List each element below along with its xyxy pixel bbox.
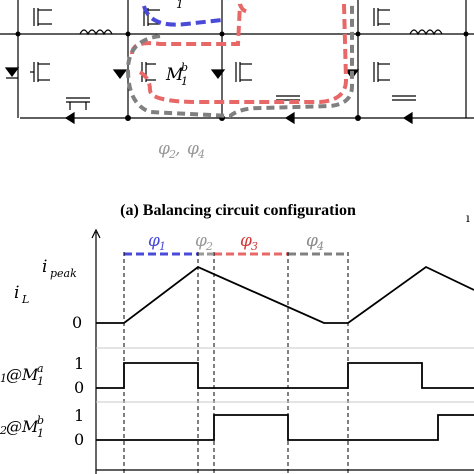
svg-text:@: @: [6, 417, 22, 436]
time-axis-vertical: [91, 228, 101, 474]
sig-a-zero-label: 0: [74, 378, 84, 397]
svg-text:L: L: [21, 293, 29, 306]
svg-text:b: b: [37, 414, 44, 427]
svg-text:4: 4: [316, 240, 324, 253]
svg-text:2: 2: [168, 148, 176, 161]
phase-label-1: φ 1: [148, 231, 166, 253]
gate-signal-m1a: [96, 362, 474, 389]
svg-text:φ: φ: [187, 139, 199, 159]
diode-bottom-center: [284, 111, 295, 125]
svg-text:M: M: [21, 417, 39, 436]
current-path-red: [130, 3, 349, 104]
gate-signal-m1b: [96, 414, 474, 441]
svg-text:4: 4: [197, 148, 205, 161]
diode-bottom-left: [64, 111, 75, 125]
svg-text:φ: φ: [240, 231, 252, 251]
svg-text:,: ,: [175, 139, 180, 159]
timing-diagram: φ 1 φ 2 φ 3 φ 4 ı: [0, 211, 474, 474]
phase-label-3: φ 3: [240, 231, 258, 253]
sig-b-zero-label: 0: [74, 430, 84, 449]
inductor-left: [79, 29, 113, 36]
mosfet-top-right: [373, 8, 390, 26]
svg-text:M: M: [21, 365, 39, 384]
svg-text:peak: peak: [50, 267, 77, 280]
svg-text:1: 1: [0, 372, 7, 385]
current-path-gray: [125, 4, 354, 119]
phase-label-2: φ 2: [195, 231, 213, 253]
iL-waveform: [96, 265, 474, 324]
iL-label: i L: [14, 283, 29, 306]
transistor-label-m1b: M b 1: [165, 61, 188, 88]
top-label-fragment: 1: [176, 0, 184, 11]
mosfet-mid-center: [141, 62, 156, 82]
svg-text:i: i: [14, 283, 19, 303]
mosfet-bottom-center: [276, 95, 300, 101]
svg-text:a: a: [37, 362, 44, 375]
sig-b-one-label: 1: [74, 406, 84, 425]
mosfet-mid-far-right: [373, 62, 390, 82]
svg-text:2: 2: [0, 424, 7, 437]
mosfet-top-left: [33, 8, 52, 26]
junction-dots: [15, 31, 469, 121]
svg-text:1: 1: [181, 75, 188, 88]
iL-zero-label: 0: [72, 313, 82, 332]
svg-text:@: @: [6, 365, 22, 384]
sig-a-one-label: 1: [74, 354, 84, 373]
svg-text:b: b: [181, 61, 188, 74]
svg-text:1: 1: [37, 427, 44, 440]
svg-text:1: 1: [37, 375, 44, 388]
svg-text:M: M: [165, 65, 184, 85]
ipeak-label: i peak: [42, 257, 77, 280]
diode-center-right: [210, 69, 226, 79]
inductor-right: [409, 29, 443, 36]
figure-caption: (a) Balancing circuit configuration: [120, 202, 356, 219]
axis-arrow-fragment: ı: [466, 211, 470, 225]
mosfet-bottom-left: [66, 97, 90, 110]
svg-text:2: 2: [205, 240, 213, 253]
sig-a-label: 1 @ M a 1: [0, 362, 44, 388]
svg-text:φ: φ: [148, 231, 160, 251]
circuit-schematic: [0, 0, 474, 125]
mosfet-mid-right: [235, 62, 252, 82]
svg-text:3: 3: [251, 240, 258, 253]
svg-text:i: i: [42, 257, 47, 277]
mosfet-bottom-right: [392, 95, 416, 101]
svg-text:φ: φ: [158, 139, 170, 159]
sig-b-label: 2 @ M b 1: [0, 414, 44, 440]
svg-text:1: 1: [159, 240, 166, 253]
current-path-blue: [142, 5, 223, 27]
phase-label-4: φ 4: [306, 231, 324, 253]
svg-text:φ: φ: [306, 231, 318, 251]
phase-label-phi2-phi4: φ 2 , φ 4: [158, 139, 205, 161]
svg-text:φ: φ: [195, 231, 207, 251]
mosfet-mid-left: [30, 62, 50, 82]
diode-bottom-right: [402, 111, 413, 125]
diode-center: [112, 69, 128, 79]
diode-left: [4, 67, 20, 79]
